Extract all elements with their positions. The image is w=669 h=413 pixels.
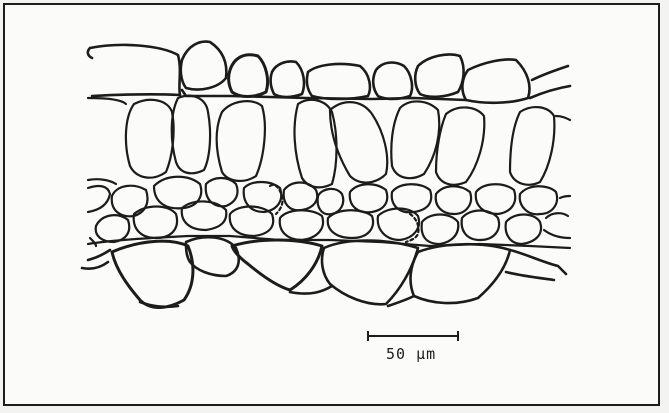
scale-bar-label: 50 µm: [386, 345, 436, 363]
